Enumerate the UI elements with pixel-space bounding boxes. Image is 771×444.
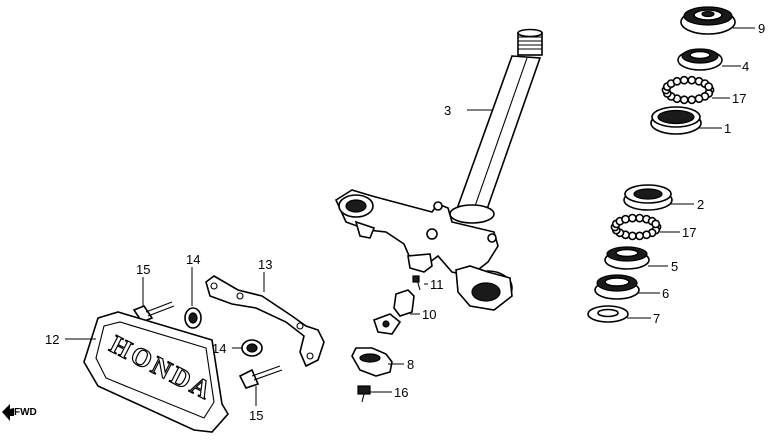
callout-17-upper: 17 bbox=[732, 91, 746, 106]
steel-ball bbox=[651, 219, 661, 229]
part-9-stem-nut bbox=[680, 6, 736, 35]
callout-14-upper: 14 bbox=[186, 252, 200, 267]
callout-17-lower: 17 bbox=[682, 225, 696, 240]
part-7-washer bbox=[587, 305, 629, 323]
callout-14-lower: 14 bbox=[212, 341, 226, 356]
part-16-bolt bbox=[357, 385, 371, 403]
part-15-bolt-lower bbox=[238, 365, 283, 389]
steel-ball bbox=[704, 82, 714, 91]
part-12-honda-emblem: HONDA bbox=[83, 311, 229, 433]
callout-8: 8 bbox=[407, 357, 414, 372]
part-11-screw bbox=[412, 275, 421, 291]
fwd-label: FWD bbox=[14, 407, 37, 418]
part-5-lower-bearing-race bbox=[604, 246, 650, 270]
callout-6: 6 bbox=[662, 286, 669, 301]
callout-13: 13 bbox=[258, 257, 272, 272]
forward-direction-indicator: FWD bbox=[2, 404, 37, 421]
steel-ball bbox=[635, 231, 644, 241]
part-2-bearing-race bbox=[623, 184, 673, 211]
part-1-bearing-cone-race bbox=[650, 106, 702, 135]
callout-11: 11 bbox=[430, 277, 444, 292]
part-13-emblem-bracket bbox=[205, 275, 325, 368]
part-14-nut-lower bbox=[241, 339, 263, 357]
steel-ball bbox=[687, 95, 697, 105]
steel-ball bbox=[628, 213, 637, 223]
callout-16: 16 bbox=[394, 385, 408, 400]
steel-ball bbox=[628, 231, 637, 241]
callout-15-upper: 15 bbox=[136, 262, 150, 277]
part-17-upper-steel-balls bbox=[661, 75, 715, 105]
callout-labels: 9 4 17 1 3 2 17 5 6 7 11 10 8 16 13 14 1… bbox=[45, 21, 765, 423]
callout-5: 5 bbox=[671, 259, 678, 274]
part-4-upper-bearing-race bbox=[677, 48, 723, 71]
callout-9: 9 bbox=[758, 21, 765, 36]
part-6-dust-seal bbox=[594, 274, 640, 300]
callout-12: 12 bbox=[45, 332, 59, 347]
leader-lines bbox=[65, 27, 755, 406]
steel-ball bbox=[679, 95, 689, 105]
part-8-lock-cylinder bbox=[351, 347, 393, 377]
steel-ball bbox=[679, 75, 689, 85]
callout-1: 1 bbox=[724, 121, 731, 136]
part-14-nut-upper bbox=[184, 307, 202, 329]
callout-3: 3 bbox=[444, 103, 451, 118]
part-10-lock-switch bbox=[372, 289, 415, 335]
callout-7: 7 bbox=[653, 311, 660, 326]
callout-2: 2 bbox=[697, 197, 704, 212]
part-3-steering-stem bbox=[334, 28, 543, 311]
callout-15-lower: 15 bbox=[249, 408, 263, 423]
steel-ball bbox=[621, 214, 630, 224]
steel-ball bbox=[635, 213, 644, 223]
callout-10: 10 bbox=[422, 307, 436, 322]
steel-ball bbox=[687, 75, 697, 85]
steel-ball bbox=[642, 230, 651, 240]
steel-ball bbox=[694, 94, 704, 104]
callout-4: 4 bbox=[742, 59, 749, 74]
part-17-lower-steel-balls bbox=[610, 213, 662, 241]
forward-arrow-icon bbox=[2, 404, 14, 421]
steel-ball bbox=[672, 76, 682, 86]
